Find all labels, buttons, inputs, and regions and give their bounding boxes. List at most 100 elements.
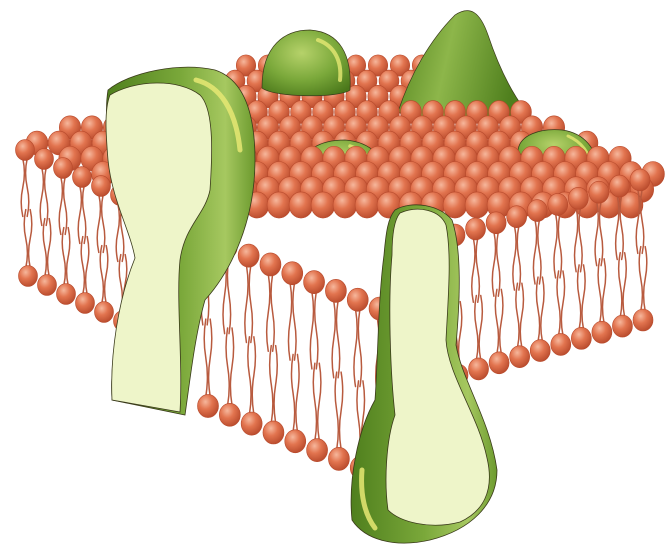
phospholipid xyxy=(571,265,591,349)
phospholipid-head xyxy=(57,284,76,305)
phospholipid-tail xyxy=(310,292,318,369)
phospholipid-head xyxy=(510,346,530,368)
phospholipid-tail xyxy=(536,277,544,341)
phospholipid-head xyxy=(304,271,325,294)
phospholipid-head xyxy=(76,293,95,314)
phospholipid xyxy=(35,149,54,226)
phospholipid-head xyxy=(551,333,571,355)
phospholipid-head xyxy=(282,262,303,285)
phospholipid-tail xyxy=(291,354,299,431)
phospholipid-head xyxy=(333,192,357,218)
phospholipid-tail xyxy=(245,265,253,342)
phospholipid-head xyxy=(198,394,219,417)
phospholipid-head xyxy=(92,176,111,197)
phospholipid xyxy=(568,187,588,271)
phospholipid-head xyxy=(589,181,609,203)
phospholipid-tail xyxy=(62,228,70,286)
phospholipid-head xyxy=(16,140,35,161)
phospholipid-tail xyxy=(335,372,343,449)
phospholipid-head xyxy=(238,244,259,267)
phospholipid xyxy=(260,253,281,351)
phospholipid xyxy=(57,228,76,305)
phospholipid xyxy=(285,354,306,452)
phospholipid-head xyxy=(73,167,92,188)
phospholipid-tail xyxy=(575,207,583,271)
phospholipid-tail xyxy=(557,271,565,335)
phospholipid-head xyxy=(609,175,629,197)
phospholipid xyxy=(304,271,325,369)
phospholipid-tail xyxy=(248,337,256,414)
phospholipid-head xyxy=(260,253,281,276)
phospholipid-tail xyxy=(354,309,362,386)
phospholipid-tail xyxy=(332,300,340,377)
phospholipid-head xyxy=(95,302,114,323)
phospholipid xyxy=(38,219,57,296)
phospholipid-head xyxy=(612,315,632,337)
phospholipid-head xyxy=(507,206,527,228)
phospholipid-head xyxy=(19,266,38,287)
phospholipid xyxy=(612,253,632,337)
phospholipid-tail xyxy=(598,259,606,323)
phospholipid xyxy=(325,279,346,377)
phospholipid-head xyxy=(469,358,489,380)
phospholipid-tail xyxy=(100,246,108,304)
phospholipid-head xyxy=(325,279,346,302)
phospholipid xyxy=(307,363,328,461)
phospholipid-tail xyxy=(475,295,483,359)
phospholipid-tail xyxy=(513,226,521,290)
phospholipid-head xyxy=(307,439,328,462)
phospholipid xyxy=(530,277,550,361)
phospholipid-tail xyxy=(554,213,562,277)
phospholipid-tail xyxy=(97,194,105,252)
phospholipid-tail xyxy=(43,219,51,277)
phospholipid-head xyxy=(311,192,335,218)
phospholipid-tail xyxy=(21,158,29,216)
phospholipid xyxy=(328,372,349,470)
phospholipid-tail xyxy=(81,237,89,295)
phospholipid-tail xyxy=(639,247,647,311)
phospholipid-tail xyxy=(495,289,503,353)
phospholipid-tail xyxy=(59,176,67,234)
phospholipid xyxy=(282,262,303,360)
phospholipid xyxy=(486,212,506,296)
phospholipid-head xyxy=(285,430,306,453)
phospholipid-head xyxy=(219,403,240,426)
phospholipid-tail xyxy=(533,220,541,284)
phospholipid-head xyxy=(486,212,506,234)
phospholipid-head xyxy=(548,193,568,215)
phospholipid-head xyxy=(633,309,653,331)
phospholipid-head xyxy=(289,192,313,218)
phospholipid-tail xyxy=(40,167,48,225)
phospholipid-tail xyxy=(288,283,296,360)
phospholipid xyxy=(551,271,571,355)
phospholipid-head xyxy=(568,187,588,209)
phospholipid-head xyxy=(466,218,486,240)
phospholipid-tail xyxy=(313,363,321,440)
phospholipid xyxy=(54,158,73,235)
phospholipid xyxy=(527,200,547,284)
phospholipid-head xyxy=(328,447,349,470)
phospholipid-tail xyxy=(472,238,480,302)
phospholipid xyxy=(633,247,653,331)
phospholipid xyxy=(347,288,368,386)
phospholipid xyxy=(489,289,509,373)
phospholipid-tail xyxy=(24,210,32,268)
phospholipid xyxy=(263,346,284,444)
phospholipid-tail xyxy=(492,232,500,296)
phospholipid xyxy=(510,283,530,367)
phospholipid-head xyxy=(530,340,550,362)
phospholipid-head xyxy=(241,412,262,435)
phospholipid-head xyxy=(527,200,547,222)
phospholipid-head xyxy=(489,352,509,374)
phospholipid xyxy=(219,328,240,426)
phospholipid xyxy=(198,319,219,417)
phospholipid-head xyxy=(465,192,489,218)
phospholipid-head xyxy=(347,288,368,311)
phospholipid xyxy=(592,259,612,343)
phospholipid-head xyxy=(267,192,291,218)
phospholipid-tail xyxy=(78,185,86,243)
phospholipid xyxy=(469,295,489,379)
phospholipid xyxy=(548,193,568,277)
